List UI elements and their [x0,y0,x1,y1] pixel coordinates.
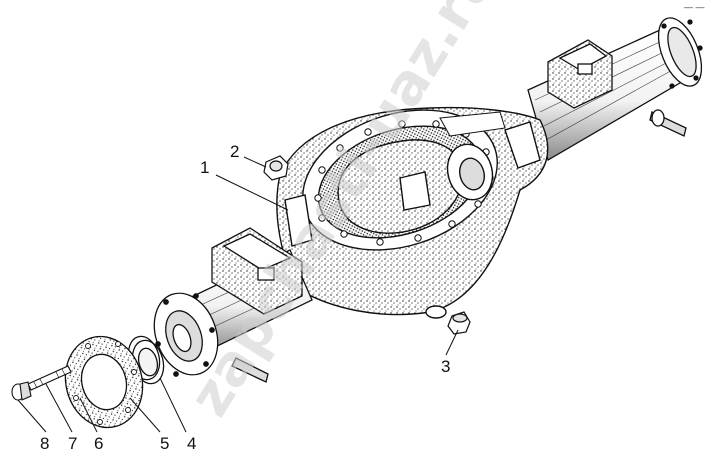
right-axle-tube [527,17,703,161]
callout-3: 3 [441,357,450,376]
nut-washer [11,381,32,401]
corner-mark: — — [684,2,705,12]
callout-5: 5 [160,434,169,453]
callout-2: 2 [230,142,239,161]
flange-gasket [64,335,144,429]
callout-1: 1 [200,158,209,177]
callout-6: 6 [94,434,103,453]
differential-housing [276,106,549,319]
filler-plug [263,155,289,181]
callout-labels: 1 2 3 4 5 6 7 8 [40,142,450,453]
stud-bolt [27,365,72,391]
callout-7: 7 [68,434,77,453]
callout-4: 4 [187,434,196,453]
leader-lines [17,156,459,433]
left-axle-tube [153,227,313,383]
callout-8: 8 [40,434,49,453]
drain-plug [447,311,471,335]
